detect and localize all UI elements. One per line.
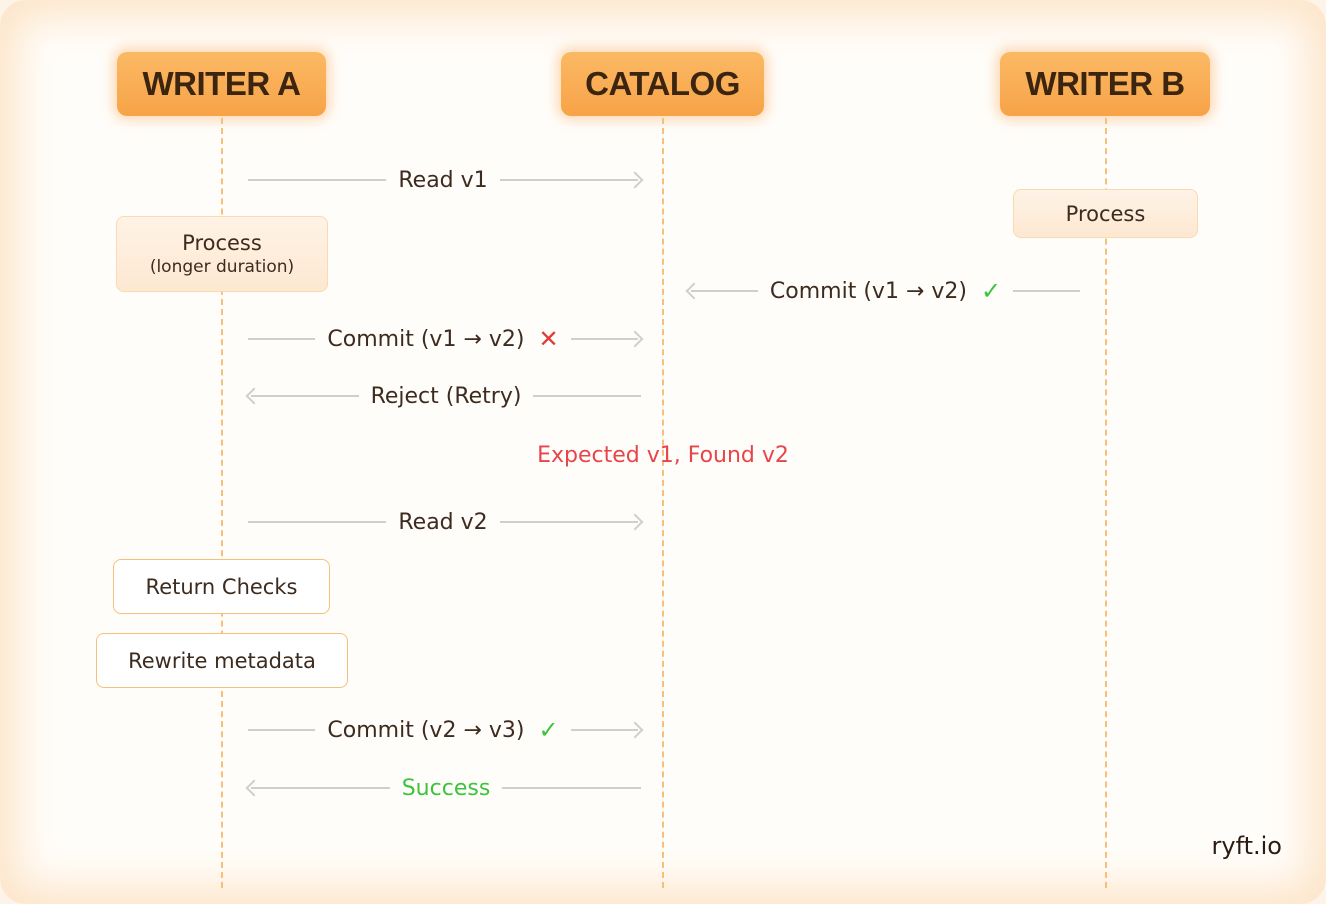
message-read-v1: Read v1	[248, 165, 644, 195]
process-a-box: Process (longer duration)	[116, 216, 328, 292]
actor-writer-a: WRITER A	[117, 52, 326, 116]
message-label: Commit (v1 → v2)	[327, 326, 525, 352]
lifeline-writer-a	[221, 118, 223, 888]
message-success: Success	[245, 773, 641, 803]
check-icon: ✓	[980, 277, 1002, 305]
message-label: Read v2	[398, 509, 488, 535]
message-reject: Reject (Retry)	[245, 381, 642, 411]
arrow-right-icon	[626, 171, 644, 189]
process-b-box: Process	[1013, 189, 1198, 238]
arrow-right-icon	[626, 721, 644, 739]
lifeline-catalog	[662, 118, 664, 888]
message-label: Read v1	[398, 167, 488, 193]
process-a-sublabel: (longer duration)	[149, 257, 295, 277]
message-label: Success	[401, 775, 491, 801]
message-read-v2: Read v2	[248, 507, 644, 537]
message-commit-b: Commit (v1 → v2) ✓	[685, 276, 1080, 306]
brand-logo-text: ryft.io	[1211, 832, 1283, 860]
return-checks-label: Return Checks	[145, 574, 298, 599]
message-label: Commit (v2 → v3)	[327, 717, 525, 743]
arrow-left-icon	[685, 282, 703, 300]
rewrite-metadata-box: Rewrite metadata	[96, 633, 348, 688]
arrow-left-icon	[245, 779, 263, 797]
check-icon: ✓	[538, 716, 559, 744]
process-b-label: Process	[1065, 201, 1146, 226]
message-commit-a-fail: Commit (v1 → v2) ✕	[248, 324, 644, 354]
message-commit-a-ok: Commit (v2 → v3) ✓	[248, 715, 644, 745]
process-a-label: Process	[182, 231, 262, 255]
arrow-right-icon	[626, 330, 644, 348]
actor-catalog: CATALOG	[561, 52, 764, 116]
message-label: Commit (v1 → v2)	[769, 278, 967, 304]
conflict-note: Expected v1, Found v2	[537, 443, 789, 468]
actor-writer-b: WRITER B	[1000, 52, 1210, 116]
message-label: Reject (Retry)	[370, 383, 522, 409]
return-checks-box: Return Checks	[113, 559, 330, 614]
arrow-right-icon	[626, 513, 644, 531]
rewrite-metadata-label: Rewrite metadata	[128, 648, 316, 673]
cross-icon: ✕	[538, 325, 559, 353]
lifeline-writer-b	[1105, 118, 1107, 888]
arrow-left-icon	[245, 387, 263, 405]
